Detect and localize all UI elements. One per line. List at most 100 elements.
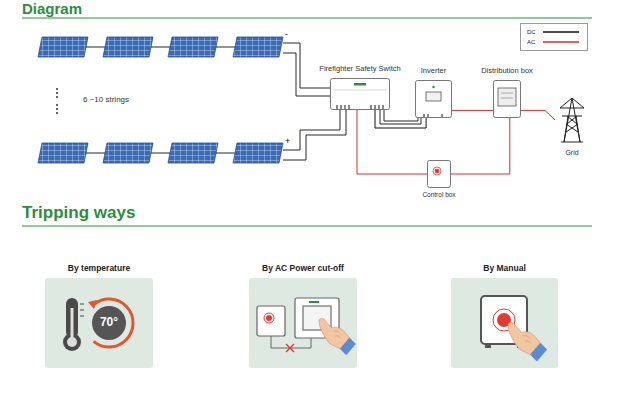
drawing-stroke (233, 37, 283, 57)
drawing-stroke (86, 153, 105, 154)
drawing-stroke (286, 344, 294, 352)
drawing-stroke (151, 153, 170, 154)
drawing-stroke (56, 96, 58, 98)
drawing-stroke (286, 344, 294, 352)
drawing-stroke (88, 300, 97, 309)
drawing-stroke (168, 143, 218, 163)
legend-row: DC (527, 27, 581, 37)
drawing-stroke (257, 306, 285, 336)
drawing-stroke (103, 143, 153, 163)
drawing-stroke (80, 304, 84, 305)
drawing-stroke (56, 88, 58, 90)
drawing-stroke (374, 105, 376, 109)
node-drawing (249, 278, 357, 368)
node-value: 70° (100, 316, 118, 330)
node-drawing (493, 80, 521, 118)
drawing-stroke (432, 86, 434, 88)
drawing-stroke (283, 53, 330, 96)
drawing-stroke (382, 105, 384, 109)
drawing-stroke (508, 322, 540, 354)
drawing-stroke (344, 105, 346, 109)
legend-text: AC (527, 39, 543, 45)
drawing-stroke (22, 225, 592, 226)
drawing-stroke (423, 114, 425, 118)
wire-connector (451, 118, 510, 174)
drawing-stroke (264, 313, 274, 323)
drawing-stroke (22, 17, 592, 18)
legend-row: AC (527, 37, 581, 47)
node-drawing (330, 78, 390, 110)
drawing-stroke (80, 310, 84, 311)
string-count: 6 ~10 strings (83, 95, 129, 104)
drawing-stroke (38, 37, 88, 57)
drawing-stroke (427, 114, 429, 118)
node-drawing (451, 278, 558, 368)
drawing-stroke (38, 37, 283, 163)
drawing-stroke (283, 110, 346, 160)
drawing-stroke (560, 98, 584, 142)
node-label: By AC Power cut-off (262, 264, 344, 274)
section-heading: Tripping ways (22, 203, 135, 223)
tripping-tile: By Manual (451, 278, 558, 368)
node-drawing (427, 160, 451, 188)
drawing-stroke (485, 344, 491, 348)
drawing-stroke (56, 108, 58, 110)
drawing-stroke (56, 92, 58, 94)
node-drawing (45, 278, 153, 368)
drawing-stroke (151, 47, 170, 48)
drawing-stroke (428, 161, 451, 188)
drawing-stroke (331, 79, 390, 110)
node-drawing (555, 96, 589, 158)
node-label: Firefighter Safety Switch (319, 65, 400, 74)
drawing-stroke (380, 110, 421, 124)
drawing-stroke (168, 37, 218, 57)
drawing-stroke (508, 322, 547, 361)
node-label: Distribution box (481, 67, 533, 76)
drawing-stroke (319, 319, 349, 349)
drawing-stroke (354, 83, 366, 86)
drawing-stroke (340, 105, 342, 109)
wire-connector (452, 110, 493, 111)
drawing-stroke (501, 98, 513, 99)
drawing-stroke (423, 114, 443, 118)
tripping-tile: By AC Power cut-off (249, 278, 357, 368)
control-box: Control box (427, 160, 451, 188)
drawing-stroke (56, 112, 58, 114)
drawing-stroke (67, 337, 77, 347)
drawing-stroke (92, 306, 126, 340)
drawing-stroke (435, 169, 440, 174)
drawing-stroke (286, 344, 294, 352)
drawing-stroke (501, 93, 513, 94)
drawing-stroke (370, 105, 372, 109)
drawing-stroke (56, 104, 58, 106)
node-label: By temperature (68, 264, 130, 274)
drawing-stroke (233, 143, 283, 163)
wire-connector (521, 110, 555, 120)
drawing-stroke (71, 308, 74, 340)
drawing-stroke (249, 278, 357, 368)
safety-switch: Firefighter Safety Switch (330, 78, 390, 110)
node-label: Inverter (421, 67, 446, 76)
drawing-stroke (384, 110, 418, 121)
wire-connector (357, 110, 427, 174)
polarity-mark: - (285, 29, 288, 39)
drawing-stroke (336, 105, 384, 109)
diagram-title: Diagram (22, 0, 82, 17)
polarity-mark: + (285, 136, 290, 146)
node-label: Control box (422, 191, 455, 198)
tripping-tile: By temperature70° (45, 278, 153, 368)
drawing-stroke (45, 278, 153, 368)
drawing-stroke (103, 37, 153, 57)
drawing-stroke (433, 167, 441, 175)
drawing-stroke (333, 90, 387, 91)
drawing-stroke (333, 331, 340, 339)
drawing-stroke (309, 301, 319, 303)
drawing-stroke (378, 105, 380, 109)
drawing-stroke (80, 304, 84, 316)
drawing-stroke (441, 114, 443, 118)
node-label: By Manual (483, 264, 526, 274)
legend-line (543, 41, 579, 42)
legend-text: DC (527, 29, 543, 35)
